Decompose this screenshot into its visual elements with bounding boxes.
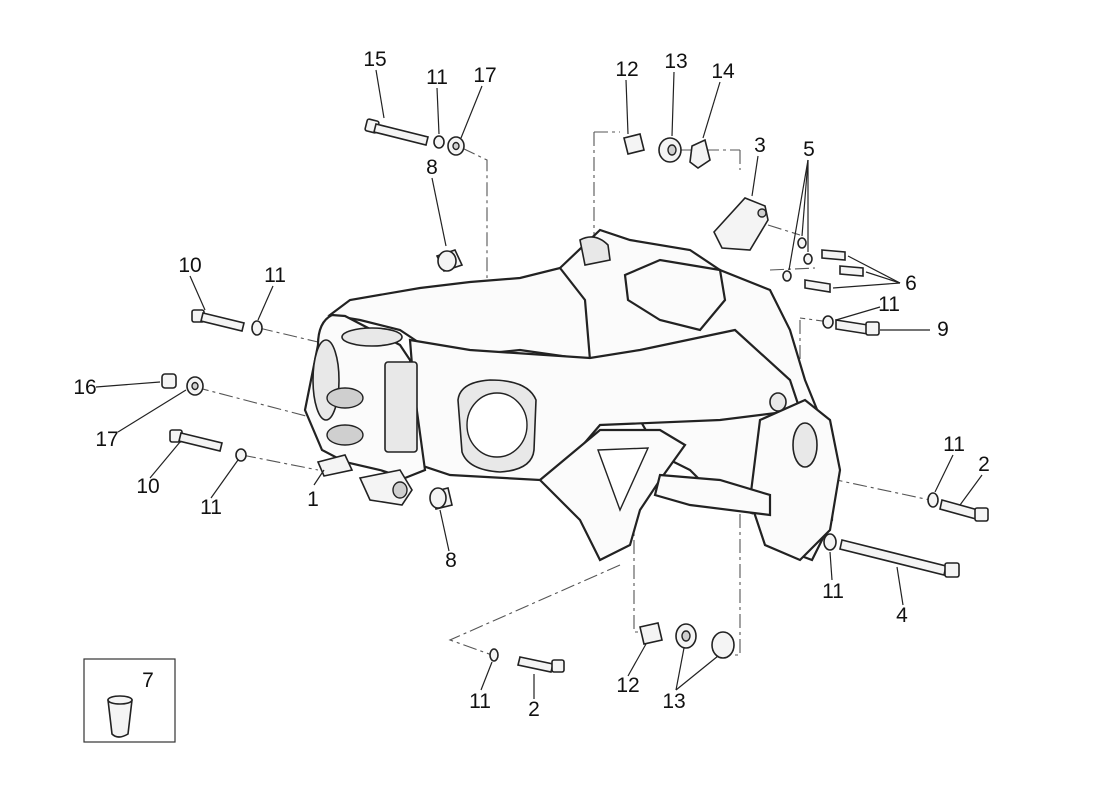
callout-15: 15: [363, 48, 386, 71]
bolt-9-shaft: [835, 319, 869, 335]
pivot-hole: [769, 392, 787, 412]
callout-8: 8: [445, 549, 457, 572]
callout-11: 11: [264, 264, 286, 287]
callout-17: 17: [95, 428, 118, 451]
bushing-13-low-a-hole: [681, 630, 691, 642]
main-frame: [303, 228, 842, 562]
bushing-8-low-face: [429, 487, 447, 509]
callout-1: 1: [307, 488, 319, 511]
bushing-13-low-b: [711, 631, 735, 659]
bushing-8-top-face: [437, 250, 457, 272]
callout-8: 8: [426, 156, 438, 179]
callout-11: 11: [200, 496, 222, 519]
bolt-6b: [839, 265, 864, 277]
pivot-bore: [792, 422, 818, 468]
bushing-17-left-hole: [191, 381, 199, 391]
washer-11-rlow: [927, 492, 939, 508]
airbox-inner: [466, 392, 528, 458]
top-mount-lug: [579, 236, 611, 266]
callout-2: 2: [978, 453, 990, 476]
callout-7: 7: [142, 669, 154, 692]
callout-11: 11: [943, 433, 965, 456]
leader-lines: [95, 69, 983, 699]
bushing-13-top-hole: [667, 144, 677, 156]
washer-11-bottom: [489, 648, 499, 662]
callout-13: 13: [662, 690, 685, 713]
bolt-10-low-shaft: [178, 432, 223, 452]
bolt-15: [364, 118, 429, 146]
bolt-2-right-shaft: [939, 499, 979, 520]
bolt-9-head: [865, 321, 880, 336]
washer-5b: [803, 253, 813, 265]
headstock-boss-lower: [326, 424, 364, 446]
washer-11-lower-left: [235, 448, 247, 462]
headstock-plate: [384, 361, 418, 453]
washer-11-axle: [823, 533, 837, 551]
bracket-1: [316, 454, 354, 477]
nut-16: [161, 373, 177, 389]
inset-part-7: [83, 658, 176, 743]
callout-4: 4: [896, 604, 908, 627]
callout-10: 10: [178, 254, 201, 277]
callout-11: 11: [822, 580, 844, 603]
callout-16: 16: [73, 376, 96, 399]
washer-5c: [782, 270, 792, 282]
parts: [161, 118, 989, 673]
spacer-12-top: [623, 133, 645, 155]
bushing-17-top-hole: [452, 141, 460, 151]
bolt-10-top-shaft: [200, 312, 245, 332]
brace-cutout: [597, 447, 650, 512]
bolt-2-bottom-shaft: [517, 656, 554, 673]
axle-4-shaft: [839, 539, 947, 576]
callout-11: 11: [426, 66, 448, 89]
washer-11-left: [251, 320, 263, 336]
headstock-top-ring: [341, 327, 403, 347]
headstock-boss-upper: [326, 387, 364, 409]
callout-3: 3: [754, 134, 766, 157]
block-14: [689, 138, 711, 169]
bracket-3: [713, 197, 769, 251]
callout-10: 10: [136, 475, 159, 498]
callout-12: 12: [616, 674, 639, 697]
axle-4-head: [944, 562, 960, 578]
callout-5: 5: [803, 138, 815, 161]
callout-labels: 15 11 17 12 13 14 3 5 8 10 11 6 11 9 16 …: [73, 48, 990, 721]
bolt-2-bottom-head: [551, 659, 565, 673]
rivet-nut-7-flange: [107, 695, 133, 705]
bracket-3-hole: [757, 208, 767, 218]
washer-5a: [797, 237, 807, 249]
washer-11-right: [822, 315, 834, 329]
callout-13: 13: [664, 50, 687, 73]
bolt-6a: [821, 249, 846, 261]
steering-head-bore: [312, 339, 340, 421]
callout-11: 11: [469, 690, 491, 713]
washer-11-top: [433, 135, 445, 149]
callout-11: 11: [878, 293, 900, 316]
callout-12: 12: [615, 58, 638, 81]
callout-2: 2: [528, 698, 540, 721]
bolt-6c: [804, 279, 831, 293]
lower-lug-hole: [392, 481, 408, 499]
spacer-12-low: [639, 622, 663, 645]
callout-6: 6: [905, 272, 917, 295]
callout-9: 9: [937, 318, 949, 341]
callout-17: 17: [473, 64, 496, 87]
callout-14: 14: [711, 60, 735, 83]
bolt-2-right-head: [974, 507, 989, 522]
